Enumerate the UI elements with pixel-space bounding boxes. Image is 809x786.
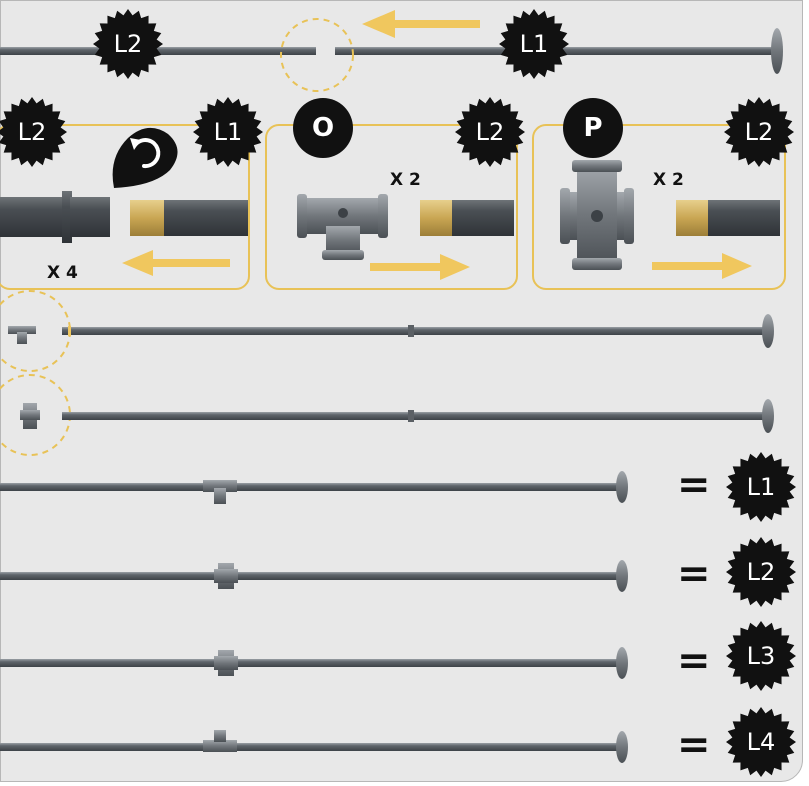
badge-box1-right: L1 [192,96,264,168]
rotate-icon [108,124,184,194]
box1-quantity: X 4 [47,263,78,283]
badge-result-L4: L4 [725,706,797,778]
equals-sign-L3: = [677,638,711,684]
badge-box3: L2 [723,96,795,168]
equals-sign-L2: = [677,551,711,597]
part-p-marker: P [563,98,623,158]
badge-top-left: L2 [92,8,164,80]
badge-box1-left: L2 [0,96,68,168]
tee-pipe-row [0,291,774,371]
badge-top-right: L1 [498,8,570,80]
cross-pipe-row [0,375,774,455]
badge-box2: L2 [454,96,526,168]
assembled-pipe-L3 [0,647,628,679]
badge-result-L1: L1 [725,451,797,523]
equals-sign-L1: = [677,462,711,508]
badge-result-L2: L2 [725,536,797,608]
box2-quantity: X 2 [390,170,421,190]
assembled-pipe-L1 [0,471,628,504]
badge-result-L3: L3 [725,620,797,692]
part-o-marker: O [293,98,353,158]
assembled-pipe-L2 [0,560,628,592]
arrow-left-icon [362,10,480,38]
assembled-pipe-L4 [0,730,628,763]
equals-sign-L4: = [677,722,711,768]
box3-quantity: X 2 [653,170,684,190]
